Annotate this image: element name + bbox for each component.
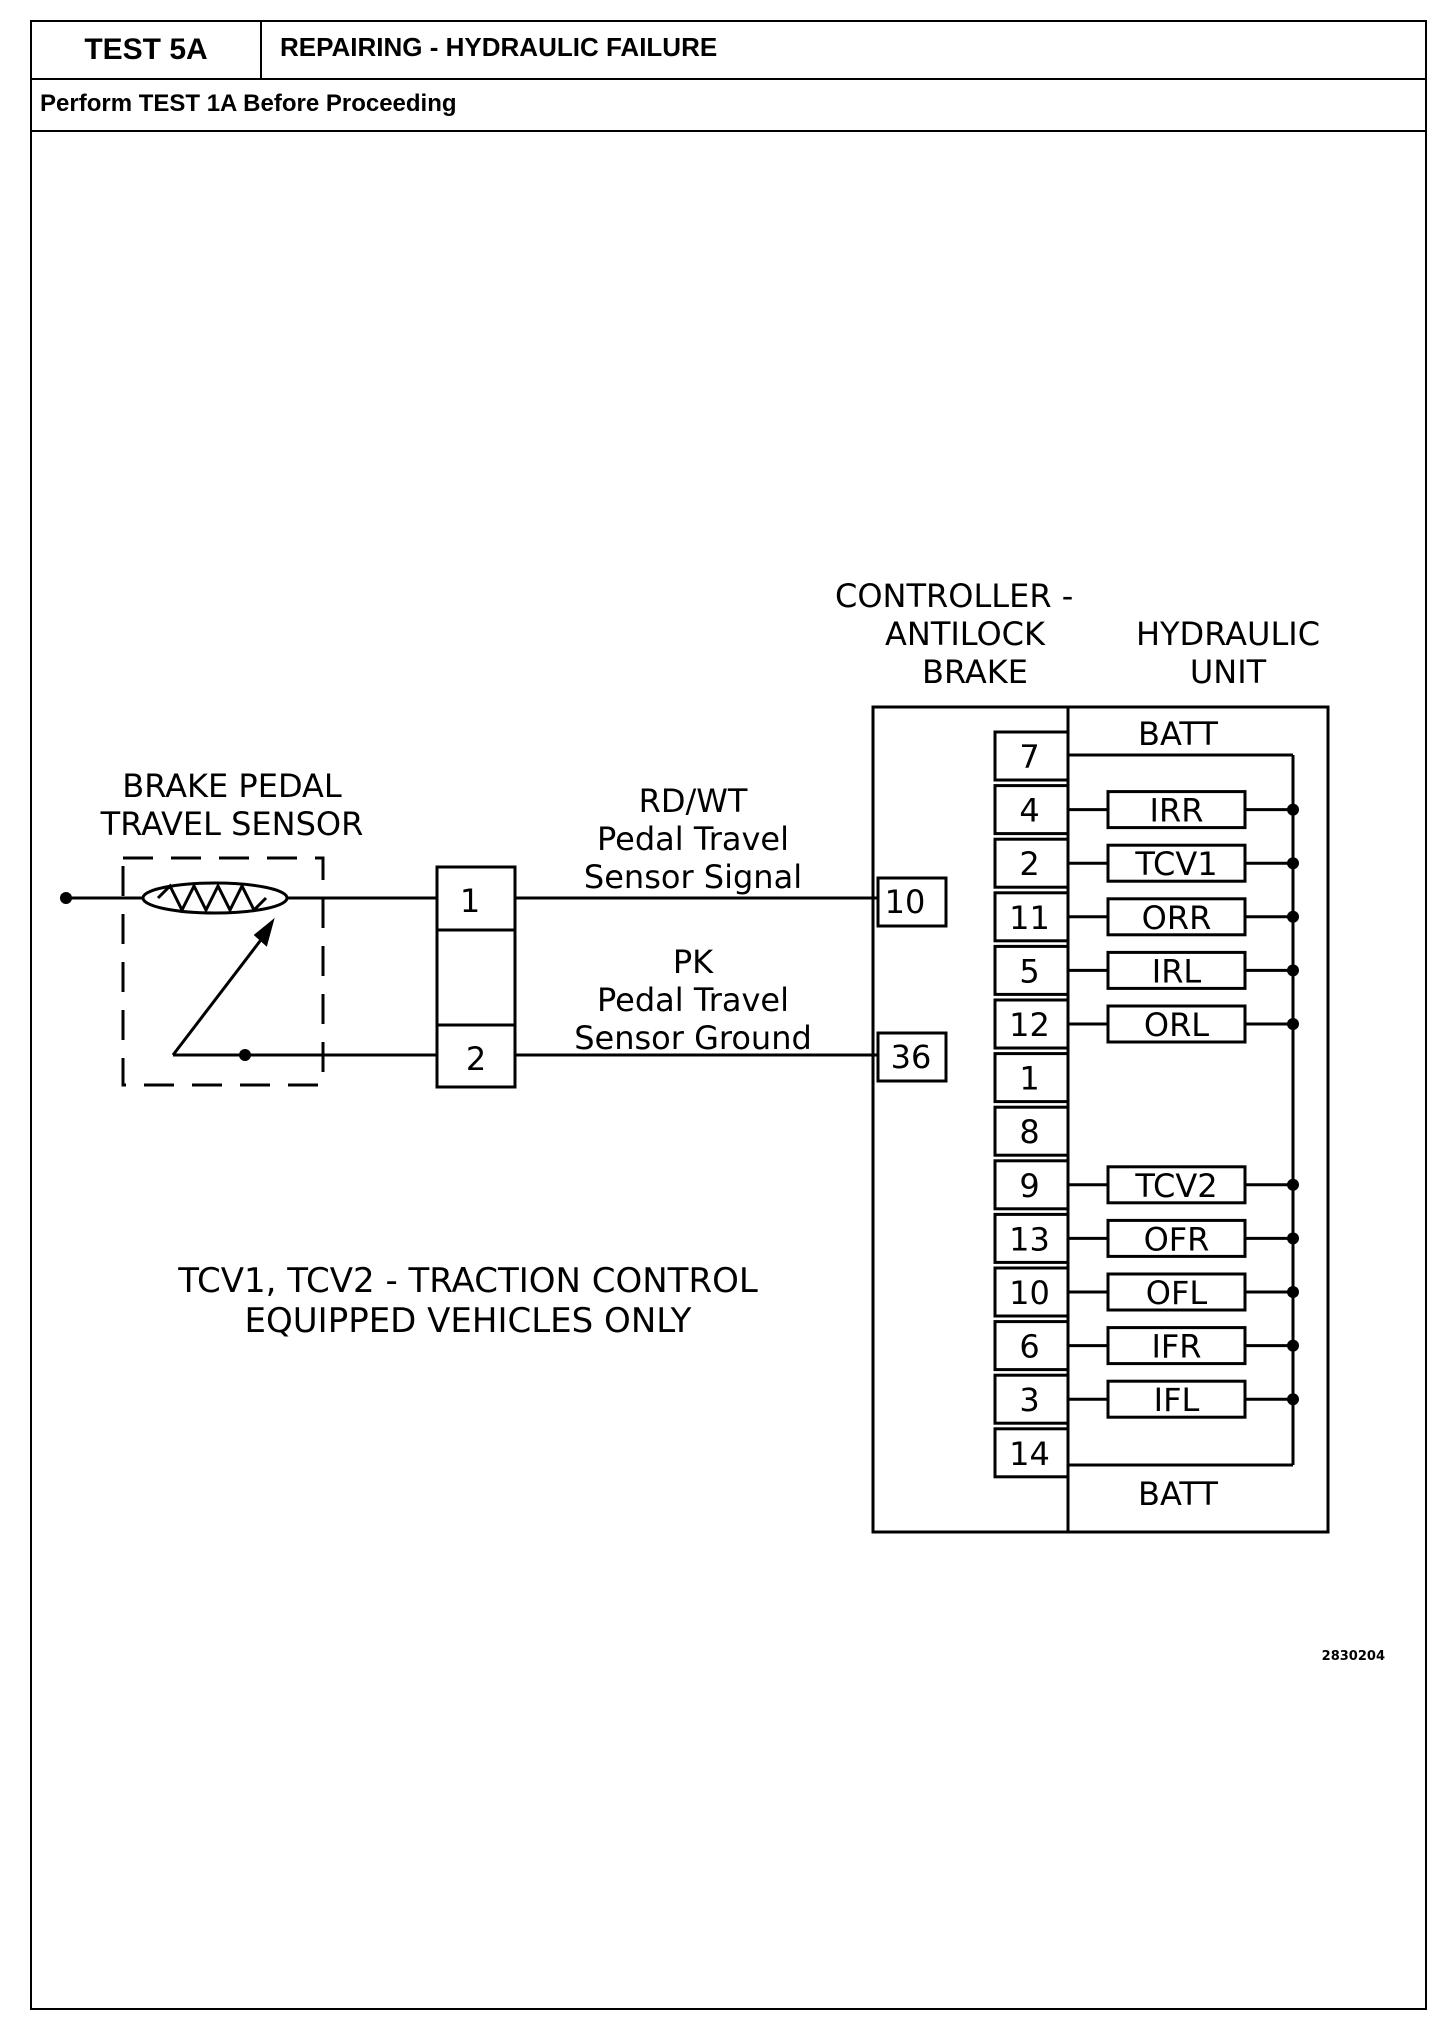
batt-top-label: BATT (1138, 715, 1218, 753)
controller-label-line3: BRAKE (922, 653, 1028, 691)
controller-pin-number: 2 (1019, 845, 1039, 883)
valve-label: IFR (1151, 1328, 1201, 1366)
controller-pin-box (993, 1105, 1070, 1157)
controller-pin-number: 9 (1019, 1167, 1039, 1205)
valve-coil (1106, 1379, 1247, 1419)
controller-label-line2: ANTILOCK (885, 615, 1046, 653)
bus-junction (1287, 1286, 1299, 1298)
traction-note-line2: EQUIPPED VEHICLES ONLY (245, 1301, 692, 1341)
controller-pin-number: 4 (1019, 792, 1039, 830)
valve-label: TCV1 (1134, 845, 1217, 883)
signal-wire-pin: 10 (885, 883, 926, 921)
valve-label: ORL (1144, 1006, 1209, 1044)
hydraulic-unit-label-line2: UNIT (1190, 653, 1267, 691)
ground-wire-desc-line1: Pedal Travel (597, 981, 789, 1019)
controller-pin-row: 4 IRR (993, 784, 1299, 836)
header-row: TEST 5A REPAIRING - HYDRAULIC FAILURE (32, 22, 1425, 80)
controller-pin-row: 6 IFR (993, 1320, 1299, 1372)
bus-junction (1287, 1393, 1299, 1406)
controller-pin-number: 14 (1009, 1435, 1050, 1473)
controller-pin-row: 12 ORL (993, 998, 1299, 1050)
resistor-zigzag (156, 882, 268, 914)
valve-coil (1106, 790, 1247, 830)
ground-wire-pin: 36 (891, 1038, 932, 1076)
signal-wire-desc-line1: Pedal Travel (597, 820, 789, 858)
signal-wire-color: RD/WT (639, 782, 748, 820)
ground-wire-color: PK (673, 943, 714, 981)
controller-pin-row: 9 TCV2 (993, 1159, 1299, 1211)
valve-coil (1106, 1004, 1247, 1044)
traction-note-line1: TCV1, TCV2 - TRACTION CONTROL (177, 1261, 758, 1301)
page-frame: TEST 5A REPAIRING - HYDRAULIC FAILURE Pe… (30, 20, 1427, 2010)
controller-pin-box (993, 1052, 1070, 1104)
controller-pin-box (993, 730, 1070, 782)
sensor-label-line1: BRAKE PEDAL (122, 767, 342, 805)
bus-junction (1287, 857, 1299, 870)
bus-junction (1287, 1339, 1299, 1352)
valve-coil (1106, 950, 1247, 990)
valve-label: IFL (1154, 1381, 1200, 1419)
controller-pin-row: 3 IFL (993, 1373, 1299, 1425)
bus-junction (1287, 1018, 1299, 1030)
controller-pin-rows: 7 4 IRR 2 TCV1 11 ORR 5 IRL 12 ORL 1 8 9 TCV2 13 OFR 10 OF… (993, 730, 1299, 1479)
controller-pin-number: 11 (1009, 899, 1050, 937)
controller-pin-number: 1 (1019, 1060, 1039, 1098)
wiper-junction (239, 1049, 251, 1061)
wiper-arm (171, 927, 272, 1056)
valve-label: OFR (1144, 1220, 1210, 1258)
sensor-input-terminal (60, 892, 72, 904)
prerequisite-text: Perform TEST 1A Before Proceeding (40, 90, 457, 117)
controller-pin-number: 10 (1009, 1274, 1050, 1312)
valve-label: IRR (1150, 792, 1204, 830)
controller-pin-number: 6 (1019, 1328, 1039, 1366)
test-title: REPAIRING - HYDRAULIC FAILURE (280, 32, 718, 62)
controller-pin-number: 7 (1019, 738, 1039, 776)
controller-pin-row: 7 (993, 730, 1070, 782)
valve-label: IRL (1152, 952, 1202, 990)
controller-pin-box (993, 1427, 1070, 1479)
prerequisite-row: Perform TEST 1A Before Proceeding (32, 80, 1425, 132)
sensor-housing (121, 856, 325, 1087)
controller-pin-row: 8 (993, 1105, 1070, 1157)
figure-id: 2830204 (1322, 1649, 1385, 1664)
controller-pin-box-signal (876, 876, 948, 928)
signal-wire-desc-line2: Sensor Signal (584, 858, 802, 896)
controller-pin-row: 14 (993, 1427, 1070, 1479)
controller-pin-box-ground (876, 1031, 948, 1083)
valve-coil (1106, 897, 1247, 937)
valve-coil (1106, 1326, 1247, 1366)
controller-pin-row: 5 IRL (993, 944, 1299, 996)
controller-pin-row: 11 ORR (993, 891, 1299, 943)
controller-pin-number: 12 (1009, 1006, 1050, 1044)
valve-coil (1106, 1218, 1247, 1258)
controller-pin-row: 2 TCV1 (993, 837, 1299, 889)
test-id: TEST 5A (32, 22, 262, 78)
valve-label: TCV2 (1134, 1167, 1217, 1205)
bus-junction (1287, 910, 1299, 923)
controller-box (871, 705, 1330, 1534)
controller-pin-row: 1 (993, 1052, 1070, 1104)
bus-junction (1287, 1232, 1299, 1245)
connector-pin2-label: 2 (466, 1040, 486, 1078)
valve-label: ORR (1142, 899, 1212, 937)
sensor-label-line2: TRAVEL SENSOR (100, 805, 364, 843)
controller-pin-number: 3 (1019, 1381, 1039, 1419)
bus-junction (1287, 1178, 1299, 1191)
controller-pin-row: 13 OFR (993, 1212, 1299, 1264)
controller-pin-number: 13 (1009, 1220, 1050, 1258)
inline-connector (435, 865, 517, 1089)
controller-pin-number: 5 (1019, 952, 1039, 990)
batt-bottom-label: BATT (1138, 1475, 1218, 1513)
controller-pin-number: 8 (1019, 1113, 1039, 1151)
hydraulic-unit-label-line1: HYDRAULIC (1136, 615, 1320, 653)
bus-junction (1287, 964, 1299, 977)
controller-label-line1: CONTROLLER - (835, 577, 1073, 615)
connector-pin1-label: 1 (460, 882, 480, 920)
wiper-arrowhead (253, 917, 275, 947)
ground-wire-desc-line2: Sensor Ground (574, 1019, 812, 1057)
controller-pin-row: 10 OFL (993, 1266, 1299, 1318)
valve-label: OFL (1146, 1274, 1208, 1312)
bus-junction (1287, 803, 1299, 816)
